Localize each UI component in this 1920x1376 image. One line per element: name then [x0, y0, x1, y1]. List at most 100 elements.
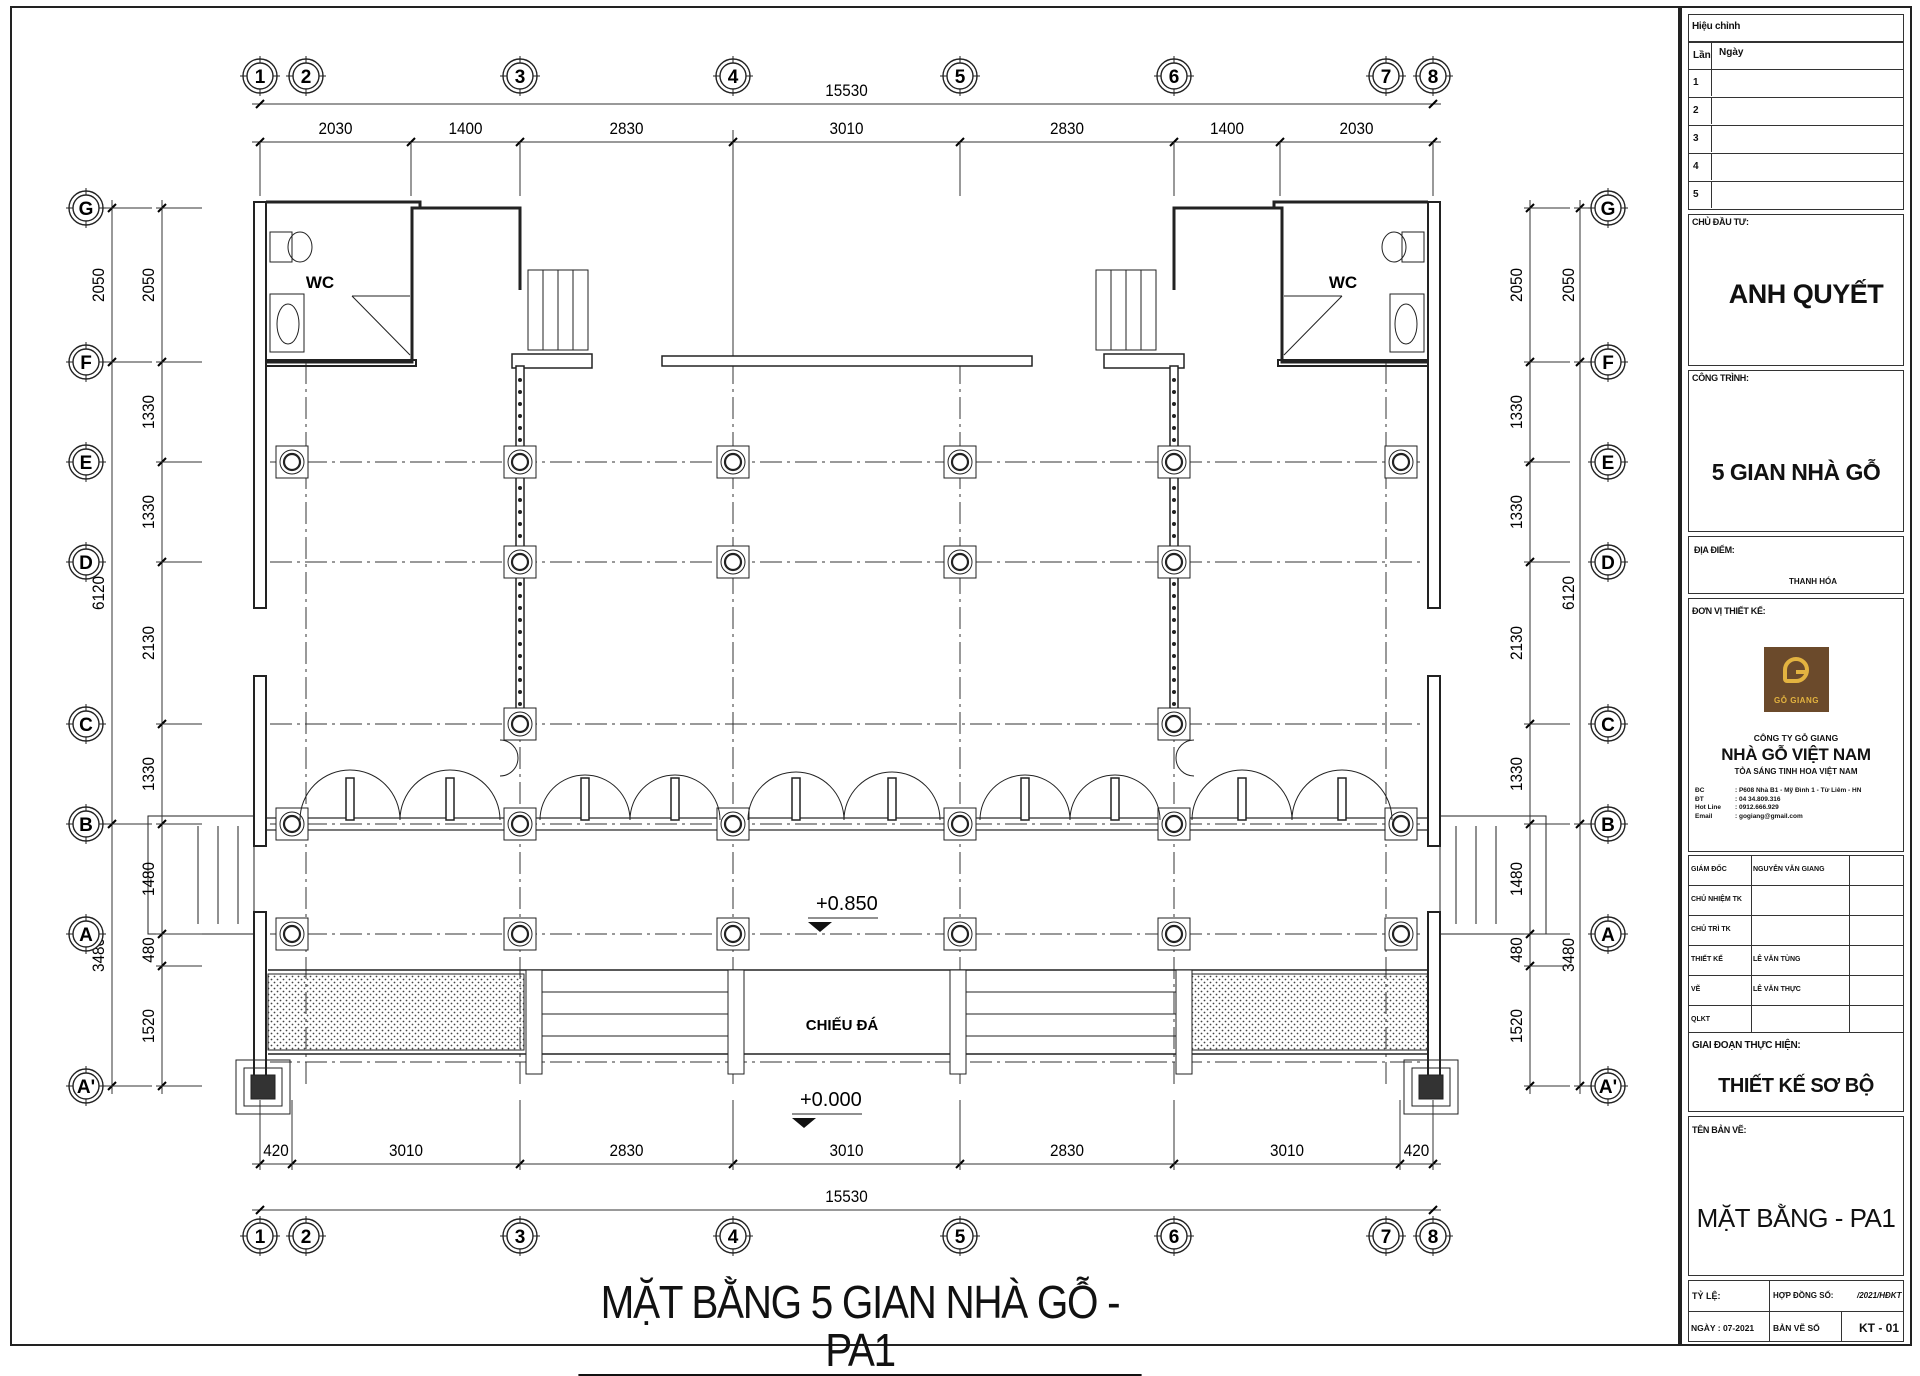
axis-bubble-C: C: [1588, 704, 1628, 744]
svg-text:D: D: [1601, 553, 1615, 574]
svg-text:2130: 2130: [1507, 626, 1526, 660]
svg-text:F: F: [1602, 353, 1614, 374]
svg-text:480: 480: [139, 937, 158, 963]
svg-text:2830: 2830: [1050, 119, 1084, 138]
svg-text:7: 7: [1381, 67, 1392, 88]
svg-text:CHIẾU ĐÁ: CHIẾU ĐÁ: [806, 1017, 879, 1034]
svg-text:3010: 3010: [389, 1141, 423, 1160]
svg-text:C: C: [79, 715, 93, 736]
svg-text:+0.000: +0.000: [800, 1089, 862, 1111]
grid-lines: [270, 130, 1423, 1086]
axis-bubble-2: 2: [286, 1216, 326, 1256]
svg-text:2: 2: [301, 67, 312, 88]
location-value: THANH HÓA: [1789, 577, 1837, 586]
axis-bubble-A': A': [1588, 1066, 1628, 1106]
svg-text:+0.850: +0.850: [816, 893, 878, 915]
axis-bubble-8: 8: [1413, 1216, 1453, 1256]
svg-text:6120: 6120: [1559, 576, 1578, 610]
svg-text:3: 3: [515, 67, 526, 88]
axis-bubble-7: 7: [1366, 1216, 1406, 1256]
staff-row: CHỦ TRÌ TK: [1689, 916, 1903, 946]
svg-text:15530: 15530: [825, 81, 868, 100]
sheet-name-label: TÊN BẢN VẼ:: [1692, 1125, 1747, 1135]
staff-row: CHỦ NHIỆM TK: [1689, 886, 1903, 916]
svg-text:2830: 2830: [610, 1141, 644, 1160]
contract-label: HỢP ĐỒNG SỐ:: [1773, 1291, 1834, 1300]
axis-bubble-6: 6: [1154, 56, 1194, 96]
svg-text:15530: 15530: [825, 1187, 868, 1206]
drawing-frame: [10, 6, 1680, 1346]
svg-text:4: 4: [728, 1227, 739, 1248]
labels: WC WC CHIẾU ĐÁ +0.850 +0.000: [306, 273, 1357, 1128]
owner-box: CHỦ ĐẦU TƯ: ANH QUYẾT: [1688, 214, 1904, 366]
svg-text:A: A: [1601, 925, 1615, 946]
company-name: CÔNG TY GỖ GIANG: [1753, 733, 1839, 743]
axis-bubble-1: 1: [240, 1216, 280, 1256]
contact-email: Email: gogiang@gmail.com: [1695, 812, 1803, 820]
logo-text: GỖ GIANG: [1774, 696, 1819, 705]
svg-text:1400: 1400: [1210, 119, 1244, 138]
sheet-no-label: BẢN VẼ SỐ: [1773, 1323, 1820, 1333]
svg-text:1330: 1330: [1507, 757, 1526, 791]
svg-text:A': A': [77, 1077, 95, 1098]
svg-text:2030: 2030: [1340, 119, 1374, 138]
axis-bubble-E: E: [66, 442, 106, 482]
svg-text:4: 4: [728, 67, 739, 88]
date-value: NGÀY : 07-2021: [1691, 1323, 1755, 1333]
columns: [275, 445, 1418, 951]
svg-text:1330: 1330: [139, 757, 158, 791]
svg-text:C: C: [1601, 715, 1615, 736]
contact-hotline: Hot Line: 0912.666.929: [1695, 804, 1779, 811]
svg-text:E: E: [80, 453, 93, 474]
svg-text:2130: 2130: [139, 626, 158, 660]
location-label: ĐỊA ĐIỂM:: [1694, 545, 1735, 555]
project-box: CÔNG TRÌNH: 5 GIAN NHÀ GỖ: [1688, 370, 1904, 532]
axis-bubble-1: 1: [240, 56, 280, 96]
svg-text:3010: 3010: [830, 1141, 864, 1160]
axis-bubble-8: 8: [1413, 56, 1453, 96]
svg-text:WC: WC: [1329, 273, 1357, 292]
svg-text:480: 480: [1507, 937, 1526, 963]
axis-bubble-A: A: [1588, 914, 1628, 954]
revision-row: 5: [1693, 189, 1699, 200]
designer-label: ĐƠN VỊ THIẾT KẾ:: [1692, 606, 1766, 616]
svg-text:A': A': [1599, 1077, 1617, 1098]
svg-text:2030: 2030: [319, 119, 353, 138]
brand-name: NHÀ GỖ VIỆT NAM: [1721, 745, 1871, 764]
svg-text:420: 420: [263, 1141, 289, 1160]
svg-text:WC: WC: [306, 273, 334, 292]
svg-text:1480: 1480: [1507, 862, 1526, 896]
svg-text:1330: 1330: [1507, 495, 1526, 529]
axis-bubble-3: 3: [500, 1216, 540, 1256]
svg-text:5: 5: [955, 1227, 966, 1248]
svg-text:B: B: [79, 815, 93, 836]
revision-col-ngay: Ngày: [1719, 47, 1744, 58]
revision-col-lan: Lần: [1693, 50, 1711, 61]
axis-bubble-B: B: [66, 804, 106, 844]
project-value: 5 GIAN NHÀ GỖ: [1711, 459, 1881, 485]
svg-text:1: 1: [255, 67, 266, 88]
svg-text:2830: 2830: [610, 119, 644, 138]
sheet-info-grid: TỶ LỆ: HỢP ĐỒNG SỐ: /2021/HĐKT NGÀY : 07…: [1688, 1280, 1904, 1342]
revision-row: 4: [1693, 161, 1699, 172]
svg-text:8: 8: [1428, 1227, 1439, 1248]
svg-text:1480: 1480: [139, 862, 158, 896]
svg-text:1520: 1520: [1507, 1009, 1526, 1043]
svg-text:1520: 1520: [139, 1009, 158, 1043]
stage-box: GIAI ĐOẠN THỰC HIỆN: THIẾT KẾ SƠ BỘ: [1688, 1032, 1904, 1112]
axis-bubble-5: 5: [940, 56, 980, 96]
svg-text:2830: 2830: [1050, 1141, 1084, 1160]
walls: [147, 200, 1547, 1115]
logo-g-icon: [1783, 657, 1809, 683]
axis-bubble-C: C: [66, 704, 106, 744]
axis-bubble-3: 3: [500, 56, 540, 96]
svg-text:E: E: [1602, 453, 1615, 474]
contract-value: /2021/HĐKT: [1857, 1291, 1902, 1300]
svg-text:2: 2: [301, 1227, 312, 1248]
svg-text:1330: 1330: [1507, 395, 1526, 429]
